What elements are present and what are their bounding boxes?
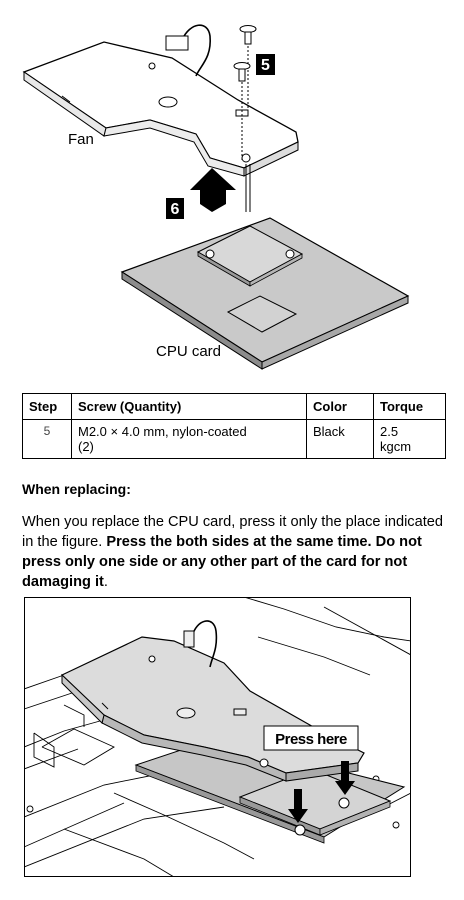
callout-6-label: 6 bbox=[171, 201, 180, 218]
header-color: Color bbox=[306, 393, 374, 420]
screw-spec: M2.0 × 4.0 mm, nylon-coated bbox=[78, 424, 247, 439]
torque-value: 2.5 bbox=[380, 424, 399, 439]
callout-6-box bbox=[166, 198, 184, 219]
header-step: Step bbox=[22, 393, 72, 420]
cell-screw: M2.0 × 4.0 mm, nylon-coated (2) bbox=[71, 419, 307, 459]
callout-5-box bbox=[256, 54, 275, 75]
screw-quantity: (2) bbox=[78, 439, 94, 454]
cpu-card-label: CPU card bbox=[156, 343, 221, 360]
table-row: 5 M2.0 × 4.0 mm, nylon-coated (2) Black … bbox=[22, 419, 446, 459]
table-header-row: Step Screw (Quantity) Color Torque bbox=[22, 393, 446, 420]
chassis-illustration bbox=[25, 598, 410, 876]
fan-removal-figure: 5 6 Fan CPU card bbox=[22, 24, 410, 370]
callout-5-label: 5 bbox=[261, 57, 270, 74]
cpu-card-illustration bbox=[120, 217, 410, 370]
cell-torque: 2.5 kgcm bbox=[373, 419, 446, 459]
lift-arrow-icon bbox=[190, 168, 236, 212]
screw-illustration bbox=[233, 25, 257, 160]
screw-table: Step Screw (Quantity) Color Torque 5 M2.… bbox=[22, 393, 446, 459]
torque-unit: kgcm bbox=[380, 439, 412, 454]
press-arrow-icon bbox=[288, 789, 308, 823]
press-here-figure: Press here bbox=[24, 597, 411, 877]
header-torque: Torque bbox=[373, 393, 446, 420]
press-arrow-icon bbox=[335, 761, 355, 795]
cell-color: Black bbox=[306, 419, 374, 459]
press-here-box bbox=[263, 725, 359, 751]
cell-step: 5 bbox=[22, 419, 72, 459]
replacing-text: When you replace the CPU card, press it … bbox=[22, 514, 444, 550]
header-screw: Screw (Quantity) bbox=[71, 393, 307, 420]
fan-label: Fan bbox=[68, 131, 94, 148]
replacing-heading: When replacing: bbox=[22, 481, 131, 497]
press-here-label: Press here bbox=[275, 731, 347, 748]
replacing-warning: Press the both sides at the same time. D… bbox=[22, 534, 422, 590]
fan-illustration bbox=[22, 24, 299, 177]
replacing-paragraph: When you replace the CPU card, press it … bbox=[22, 514, 444, 590]
